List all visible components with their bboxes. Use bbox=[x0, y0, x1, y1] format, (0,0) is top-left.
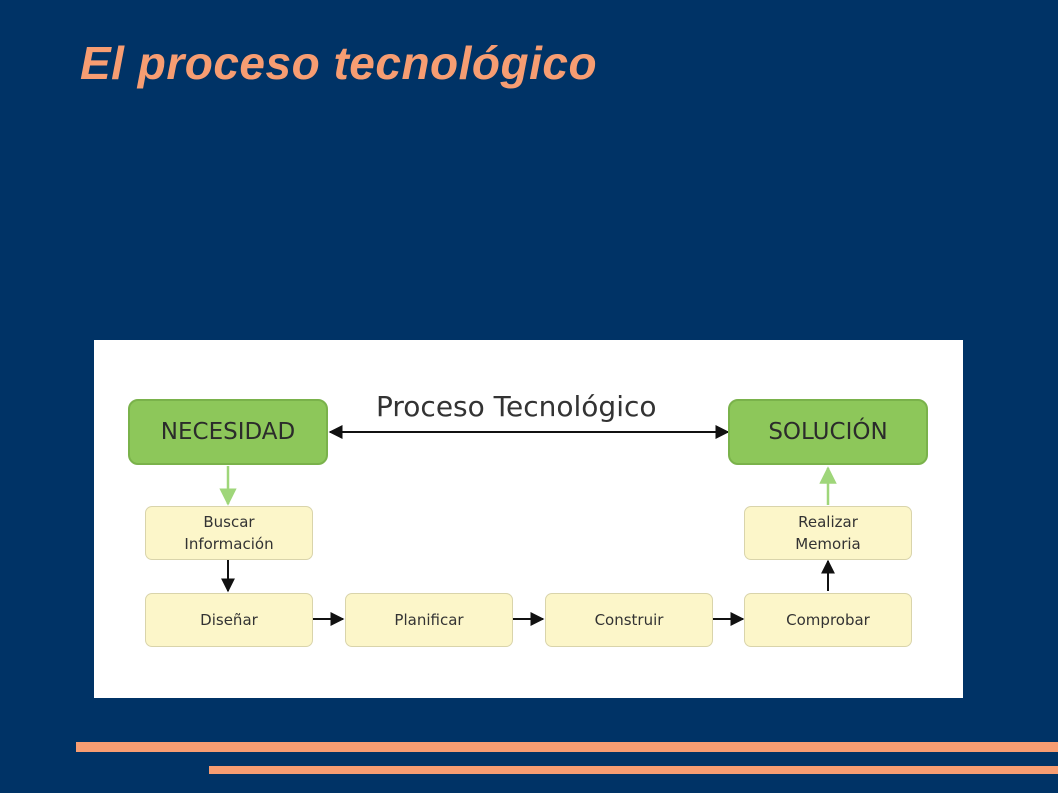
node-solucion: SOLUCIÓN bbox=[728, 399, 928, 465]
node-comprobar: Comprobar bbox=[744, 593, 912, 647]
footer-bar-lower bbox=[209, 766, 1058, 774]
process-diagram: Proceso Tecnológico NECESIDAD SOLUCIÓN B… bbox=[94, 340, 963, 698]
node-realizar-memoria: Realizar Memoria bbox=[744, 506, 912, 560]
node-disenar: Diseñar bbox=[145, 593, 313, 647]
node-construir: Construir bbox=[545, 593, 713, 647]
node-planificar: Planificar bbox=[345, 593, 513, 647]
node-buscar-informacion: Buscar Información bbox=[145, 506, 313, 560]
diagram-title: Proceso Tecnológico bbox=[376, 390, 657, 423]
diagram-arrows bbox=[219, 425, 837, 626]
node-necesidad: NECESIDAD bbox=[128, 399, 328, 465]
footer-bar-upper bbox=[76, 742, 1058, 752]
slide-title: El proceso tecnológico bbox=[80, 37, 598, 89]
